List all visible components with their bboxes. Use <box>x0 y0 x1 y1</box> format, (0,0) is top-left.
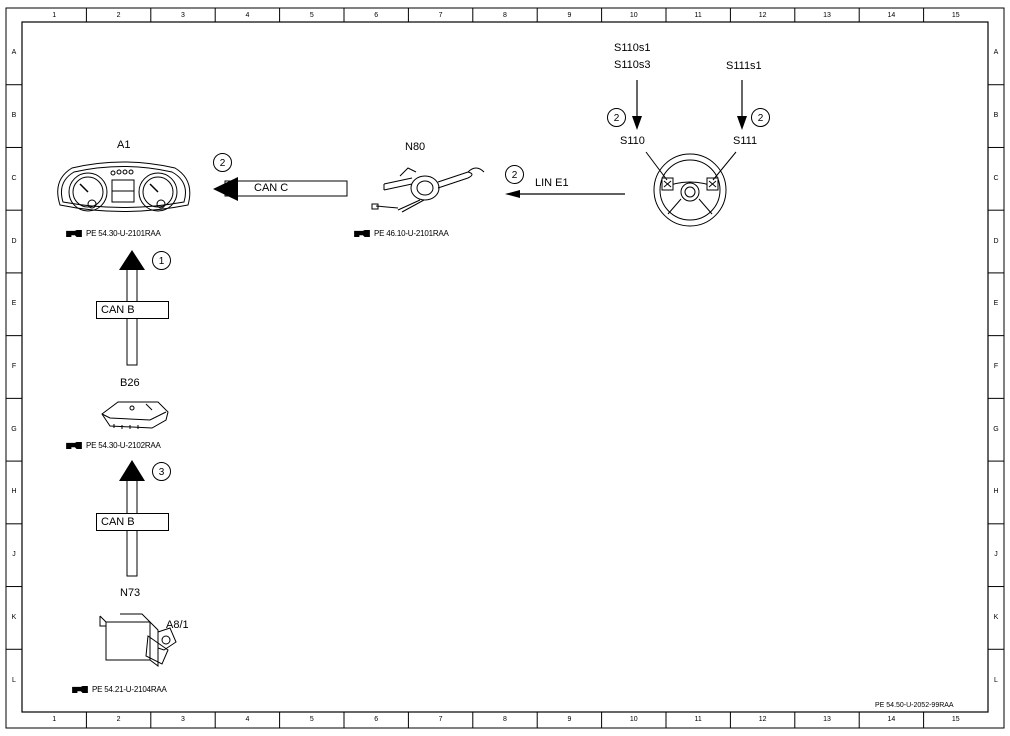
a1-ref-text: PE 54.30-U-2101RAA <box>86 229 161 238</box>
can-c-label: CAN C <box>254 182 289 194</box>
grid-row-label: F <box>993 363 999 370</box>
grid-row-label: L <box>12 676 16 684</box>
grid-column-label: 14 <box>887 12 896 19</box>
grid-row-label: H <box>993 488 999 496</box>
s110s3-label: S110s3 <box>614 59 651 71</box>
can-b-upper-circle-marker: 1 <box>152 251 171 270</box>
grid-row-label: D <box>11 237 17 245</box>
reference-pointer-icon <box>354 230 370 237</box>
grid-column-label: 7 <box>438 12 443 19</box>
s111-signal-arrow <box>737 80 747 130</box>
grid-column-label: 11 <box>694 716 702 723</box>
grid-column-label: 10 <box>629 716 638 723</box>
grid-column-label: 13 <box>823 716 831 723</box>
grid-column-label: 9 <box>567 716 572 723</box>
grid-row-label: F <box>11 363 17 370</box>
instrument-cluster-icon <box>57 161 191 212</box>
grid-column-label: 4 <box>245 716 250 723</box>
ignition-switch-icon <box>99 613 177 667</box>
grid-row-label: C <box>11 174 17 182</box>
grid-row-label: J <box>12 551 16 559</box>
sensor-b26-icon <box>101 401 169 429</box>
grid-column-label: 14 <box>887 716 896 723</box>
lin-e1-label: LIN E1 <box>535 177 569 189</box>
a1-label: A1 <box>117 139 131 151</box>
grid-row-label: C <box>993 174 999 182</box>
grid-row-label: H <box>11 488 17 496</box>
b26-label: B26 <box>120 377 140 389</box>
drawing-reference-number: PE 54.50-U-2052-99RAA <box>875 702 954 709</box>
grid-column-label: 1 <box>52 716 57 723</box>
can-b-lower-circle-marker: 3 <box>152 462 171 481</box>
grid-column-label: 8 <box>503 12 507 19</box>
grid-column-label: 10 <box>629 12 638 19</box>
can-c-arrow <box>213 177 348 201</box>
n80-ref-text: PE 46.10-U-2101RAA <box>374 229 449 238</box>
grid-column-label: 15 <box>951 12 960 19</box>
grid-row-label: G <box>11 425 17 433</box>
grid-row-label: E <box>993 300 999 308</box>
grid-row-label: A <box>11 49 17 57</box>
grid-column-label: 6 <box>374 12 379 19</box>
grid-row-label: J <box>994 551 998 559</box>
s110-label: S110 <box>620 135 645 147</box>
grid-row-label: K <box>993 613 999 621</box>
grid-column-label: 2 <box>116 716 121 723</box>
grid-column-label: 9 <box>567 12 572 19</box>
can-b-lower-label: CAN B <box>96 513 169 531</box>
grid-column-label: 6 <box>374 716 379 723</box>
grid-column-label: 11 <box>694 12 702 19</box>
s111s1-label: S111s1 <box>726 60 762 72</box>
lin-e1-circle-marker: 2 <box>505 165 524 184</box>
grid-row-label: E <box>11 300 17 308</box>
b26-ref-text: PE 54.30-U-2102RAA <box>86 441 161 450</box>
reference-pointer-icon <box>66 442 82 449</box>
grid-column-label: 1 <box>52 12 57 19</box>
grid-column-label: 3 <box>181 716 185 723</box>
grid-column-label: 4 <box>245 12 250 19</box>
grid-column-label: 15 <box>951 716 960 723</box>
grid-column-label: 2 <box>116 12 121 19</box>
n73-label: N73 <box>120 587 141 599</box>
grid-row-label: L <box>994 676 998 684</box>
grid-column-label: 3 <box>181 12 185 19</box>
grid-column-label: 12 <box>758 12 767 19</box>
n73-ref-text: PE 54.21-U-2104RAA <box>92 685 167 694</box>
n73-sublabel: A8/1 <box>166 619 189 631</box>
grid-column-label: 8 <box>503 716 507 723</box>
reference-pointer-icon <box>66 230 82 237</box>
grid-row-label: K <box>11 613 17 621</box>
steering-wheel-icon <box>645 151 737 227</box>
lin-e1-arrow <box>505 190 625 198</box>
grid-row-label: A <box>993 49 999 57</box>
a1-ref[interactable]: PE 54.30-U-2101RAA <box>66 229 161 238</box>
n80-ref[interactable]: PE 46.10-U-2101RAA <box>354 229 449 238</box>
s110-circle-marker: 2 <box>607 108 626 127</box>
reference-pointer-icon <box>72 686 88 693</box>
b26-ref[interactable]: PE 54.30-U-2102RAA <box>66 441 161 450</box>
n73-ref[interactable]: PE 54.21-U-2104RAA <box>72 685 167 694</box>
grid-column-label: 7 <box>438 716 443 723</box>
grid-row-label: G <box>993 425 999 433</box>
s110s1-label: S110s1 <box>614 42 651 54</box>
can-c-circle-marker: 2 <box>213 153 232 172</box>
grid-row-label: D <box>993 237 999 245</box>
can-b-upper-label: CAN B <box>96 301 169 319</box>
n80-label: N80 <box>405 141 426 153</box>
grid-column-label: 12 <box>758 716 767 723</box>
steering-column-module-icon <box>371 167 485 213</box>
s111-label: S111 <box>733 135 758 147</box>
grid-row-label: B <box>993 112 999 120</box>
grid-column-label: 13 <box>823 12 831 19</box>
grid-row-label: B <box>11 112 17 120</box>
grid-column-label: 5 <box>309 716 314 723</box>
s111-circle-marker: 2 <box>751 108 770 127</box>
s110-signal-arrow <box>632 80 642 130</box>
grid-column-label: 5 <box>309 12 314 19</box>
